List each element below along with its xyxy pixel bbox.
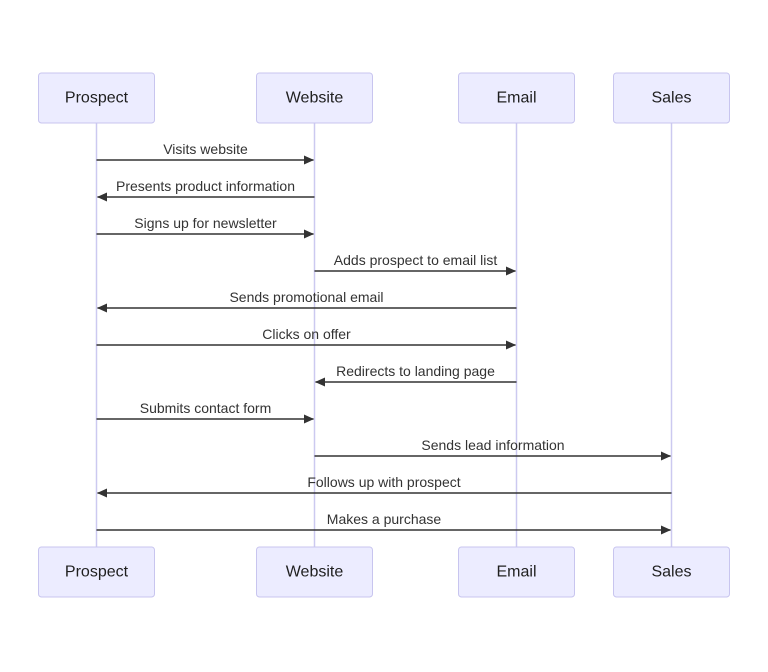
actor-box [256,546,373,598]
actor-top-sales: Sales [613,72,730,124]
actor-bottom-email: Email [458,546,575,598]
actor-label: Sales [651,564,691,581]
actor-bottom-prospect: Prospect [38,546,155,598]
actor-label: Email [496,564,536,581]
message-label: Signs up for newsletter [134,215,277,231]
message-9: Follows up with prospect [97,474,672,498]
message-label: Submits contact form [140,400,272,416]
message-label: Sends lead information [421,437,564,453]
actor-box [458,546,575,598]
actor-bottom-website: Website [256,546,373,598]
actor-label: Email [496,90,536,107]
actor-box [38,546,155,598]
message-4: Sends promotional email [97,289,517,313]
actor-box [613,546,730,598]
actor-box [38,72,155,124]
message-label: Makes a purchase [327,511,442,527]
actor-top-email: Email [458,72,575,124]
message-label: Clicks on offer [262,326,351,342]
message-10: Makes a purchase [96,511,671,535]
message-5: Clicks on offer [96,326,516,350]
message-label: Presents product information [116,178,295,194]
actor-label: Prospect [65,90,129,107]
actor-top-prospect: Prospect [38,72,155,124]
actor-label: Website [286,564,344,581]
message-6: Redirects to landing page [315,363,517,387]
actor-box [458,72,575,124]
message-7: Submits contact form [96,400,314,424]
message-8: Sends lead information [314,437,671,461]
actor-label: Website [286,90,344,107]
message-3: Adds prospect to email list [314,252,516,276]
actor-label: Prospect [65,564,129,581]
message-label: Sends promotional email [229,289,383,305]
message-label: Visits website [163,141,248,157]
message-2: Signs up for newsletter [96,215,314,239]
actor-bottom-sales: Sales [613,546,730,598]
message-label: Follows up with prospect [307,474,460,490]
message-0: Visits website [96,141,314,165]
message-label: Redirects to landing page [336,363,495,379]
actor-box [256,72,373,124]
actor-box [613,72,730,124]
message-label: Adds prospect to email list [334,252,498,268]
message-1: Presents product information [97,178,315,202]
actor-label: Sales [651,90,691,107]
actor-top-website: Website [256,72,373,124]
